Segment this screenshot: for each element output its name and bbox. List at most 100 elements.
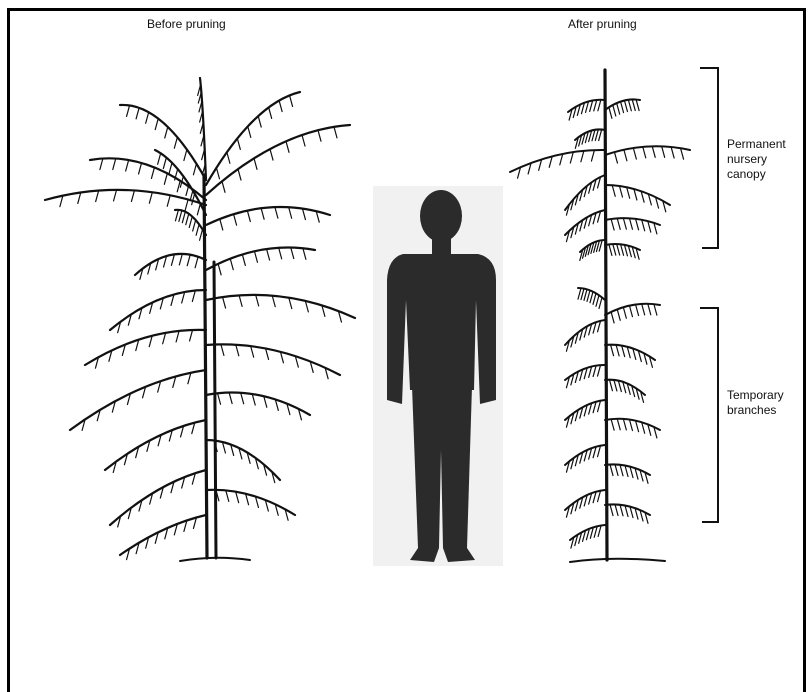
leaflet bbox=[193, 164, 196, 175]
branch-temporary bbox=[605, 304, 660, 315]
leaflet bbox=[169, 163, 172, 174]
leaflet bbox=[599, 130, 602, 141]
leaflet bbox=[176, 331, 179, 342]
branch-permanent-canopy bbox=[605, 218, 660, 225]
leaflet bbox=[127, 105, 130, 116]
branch-before bbox=[85, 330, 206, 365]
leaflet bbox=[182, 292, 185, 303]
leaflet bbox=[615, 464, 618, 475]
branch-before bbox=[90, 158, 206, 200]
leaflet bbox=[590, 100, 593, 111]
leaflet bbox=[220, 219, 223, 230]
leaflet bbox=[302, 135, 305, 146]
leaflet bbox=[289, 298, 292, 309]
branch-before bbox=[206, 295, 355, 318]
leaflet bbox=[681, 148, 684, 159]
leaflet bbox=[581, 151, 584, 162]
leaflet bbox=[598, 525, 601, 536]
leaflet bbox=[587, 290, 590, 301]
leaflet bbox=[642, 220, 645, 231]
leaflet bbox=[171, 254, 174, 265]
leaflet bbox=[611, 419, 614, 430]
permanent-label-line: canopy bbox=[727, 167, 766, 181]
leaflet bbox=[598, 100, 601, 111]
leaflet bbox=[642, 304, 645, 315]
leaflet bbox=[598, 401, 601, 412]
ground-scribble-after bbox=[570, 559, 665, 562]
ground-scribble bbox=[180, 558, 250, 561]
leaflet bbox=[595, 129, 598, 140]
leaflet bbox=[266, 348, 269, 359]
leaflet bbox=[279, 248, 282, 259]
leaflet bbox=[629, 218, 632, 229]
leaflet bbox=[251, 346, 254, 357]
leaflet bbox=[230, 259, 233, 270]
leaflet bbox=[279, 101, 282, 112]
leaflet bbox=[182, 212, 185, 223]
leaflet bbox=[286, 141, 289, 152]
after-pruning-title: After pruning bbox=[568, 17, 637, 32]
leaflet bbox=[596, 295, 599, 306]
leaflet bbox=[241, 393, 244, 404]
leaflet bbox=[226, 490, 229, 501]
leaflet bbox=[617, 218, 620, 229]
branch-temporary bbox=[565, 445, 605, 465]
branch-before bbox=[206, 125, 350, 195]
leaflet bbox=[628, 100, 631, 111]
leaflet bbox=[289, 207, 292, 218]
leaflet bbox=[184, 150, 187, 161]
branch-before bbox=[206, 248, 315, 271]
leaflet bbox=[652, 146, 655, 157]
leaflet bbox=[167, 195, 170, 206]
leaflet bbox=[234, 214, 237, 225]
before-pruning-title: Before pruning bbox=[147, 17, 226, 32]
leaflet bbox=[222, 181, 225, 192]
leaflet bbox=[613, 244, 616, 255]
leaflet bbox=[619, 186, 622, 197]
leaflet bbox=[625, 505, 628, 516]
leaflet bbox=[254, 158, 257, 169]
leaflet bbox=[590, 292, 593, 303]
leaflet bbox=[218, 264, 221, 275]
branch-before bbox=[206, 207, 330, 225]
leaflet bbox=[629, 420, 632, 431]
leaflet bbox=[591, 150, 594, 161]
leaflet bbox=[614, 380, 617, 391]
leaflet bbox=[302, 209, 305, 220]
leaflet bbox=[632, 99, 635, 110]
tree-before-pruning bbox=[45, 78, 355, 561]
leaflet bbox=[291, 248, 294, 259]
leaflet bbox=[239, 295, 242, 306]
leaflet bbox=[158, 153, 161, 164]
leaflet bbox=[662, 146, 665, 157]
leaflet bbox=[197, 204, 200, 215]
leaflet bbox=[177, 181, 180, 192]
branch-before bbox=[105, 420, 206, 470]
leaflet bbox=[78, 192, 81, 203]
leaflet bbox=[318, 130, 321, 141]
leaflet bbox=[164, 173, 167, 184]
leaflet bbox=[609, 107, 612, 118]
leaflet bbox=[270, 149, 273, 160]
leaflet bbox=[248, 126, 251, 137]
leaflet bbox=[636, 305, 639, 316]
leaflet bbox=[189, 216, 192, 227]
leaflet bbox=[620, 465, 623, 476]
leaflet bbox=[185, 200, 188, 211]
leaflet bbox=[136, 108, 139, 119]
leaflet bbox=[636, 421, 639, 432]
leaflet bbox=[570, 152, 573, 163]
leaflet bbox=[196, 224, 199, 235]
leaflet bbox=[179, 254, 182, 265]
branch-before bbox=[206, 490, 295, 515]
leaflet bbox=[648, 304, 651, 315]
leaflet bbox=[193, 220, 196, 231]
branch-permanent-canopy bbox=[510, 150, 605, 172]
leaflet bbox=[290, 95, 293, 106]
leaflet bbox=[258, 116, 261, 127]
leaflet bbox=[611, 219, 614, 230]
leaflet bbox=[163, 158, 166, 169]
silhouette-head bbox=[420, 190, 462, 242]
leaflet bbox=[617, 103, 620, 114]
